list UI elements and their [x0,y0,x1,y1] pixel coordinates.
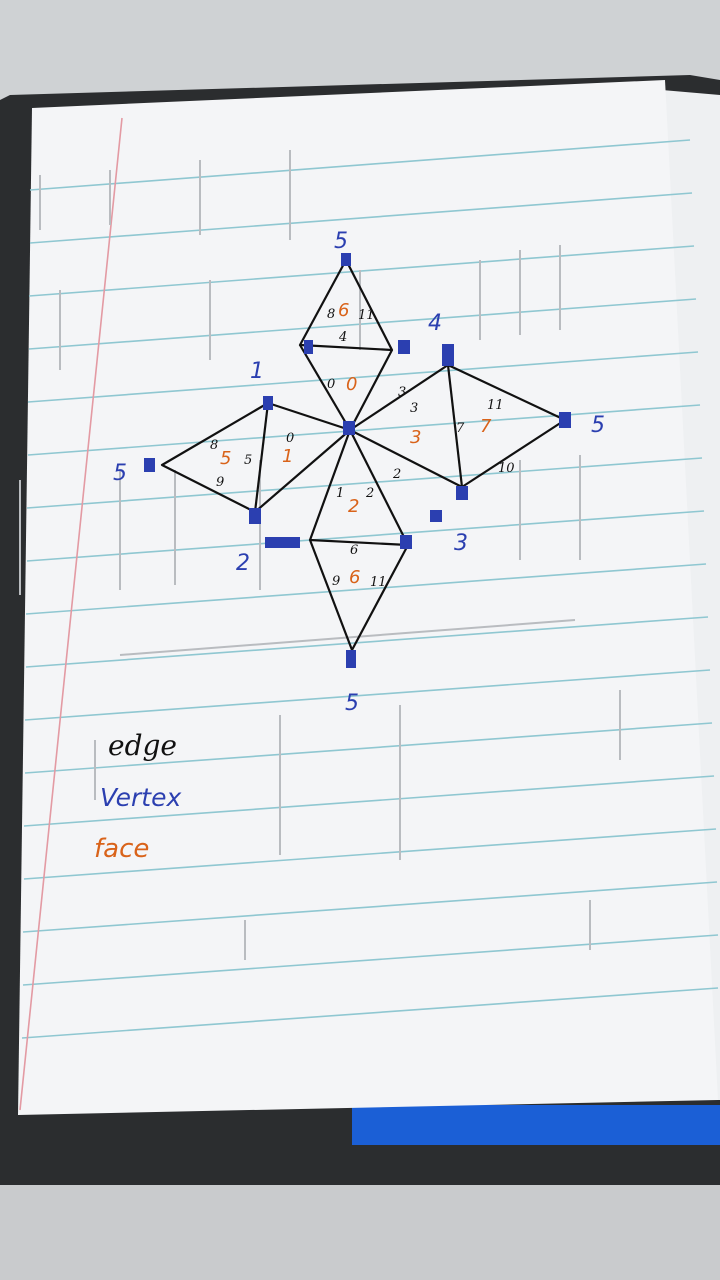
edge-label: 9 [332,574,340,589]
margin-line [19,117,123,1111]
edge-label: 3 [410,401,418,416]
vertex-label: 5 [113,461,127,486]
vertex-label: 5 [591,413,605,438]
edge-label: 0 [327,377,335,392]
edge-label: 4 [338,330,347,345]
vertex-label: 1 [250,359,264,384]
face-label: 7 [480,416,492,437]
triangle-top [298,258,394,352]
face-label: 5 [220,448,231,469]
face-label: 0 [346,374,357,395]
notebook-page [18,80,718,1115]
face-label: 6 [349,567,360,588]
edge-label: 0 [286,431,294,446]
edge-label: 8 [327,307,335,322]
edge-label: 6 [350,543,358,558]
edge-label: 3 [398,385,406,400]
edge-label: 11 [370,575,387,590]
edge-label: 2 [365,486,374,501]
blue-cover-flap [352,1105,720,1145]
vertex-label: 4 [428,311,442,336]
legend-edge: edge [108,729,177,762]
edge-label: 11 [487,398,504,413]
edge-label: 7 [456,421,465,436]
triangle-bottom [308,538,410,652]
edge-label: 1 [336,486,344,501]
edge-label: 10 [498,461,515,476]
edge-label: 5 [244,453,252,468]
table-lower [0,1180,720,1280]
edge-label: 8 [210,438,218,453]
face-label: 1 [282,446,293,467]
legend-face: face [94,834,149,864]
face-label: 6 [338,300,349,321]
face-label: 2 [348,496,359,517]
vertex-label: 2 [236,551,250,576]
vertex-label: 5 [345,691,359,716]
edge-label: 9 [216,475,224,490]
vertex-marks [144,253,571,668]
edge-label: 11 [358,308,375,323]
face-label: 3 [410,427,421,448]
vertex-label: 3 [454,531,468,556]
ruled-lines [21,139,719,1039]
legend-vertex: Vertex [100,783,181,812]
vertex-label: 5 [334,229,348,254]
edge-label: 2 [392,467,401,482]
bleed-through-marks [19,150,621,960]
